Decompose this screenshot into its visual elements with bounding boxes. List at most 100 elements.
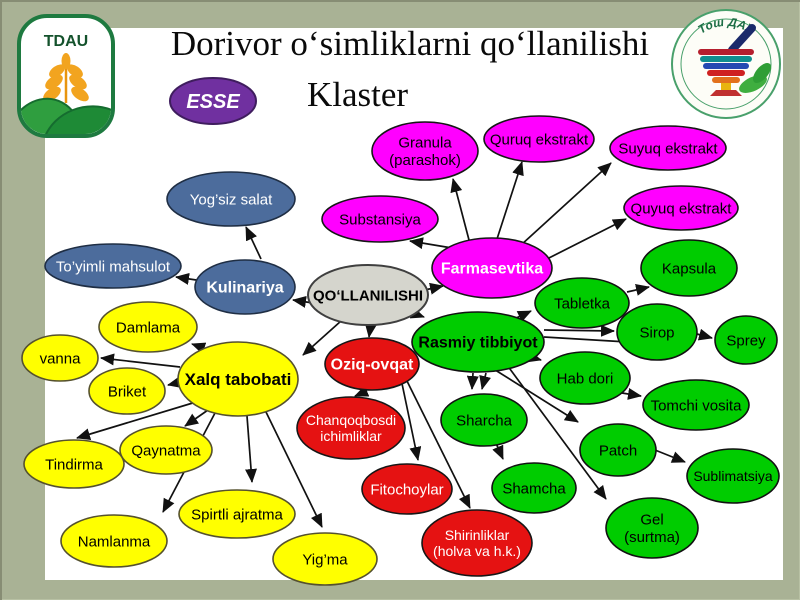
node-spirtli-ajratma: Spirtli ajratma <box>178 489 296 539</box>
node-shape <box>491 462 577 514</box>
node-vanna: vanna <box>21 334 99 382</box>
arrow <box>542 218 627 262</box>
node-xalq-tabobati: Xalq tabobati <box>177 341 299 417</box>
node-tomchi-vosita: Tomchi vosita <box>642 379 750 431</box>
wheat-icon <box>43 53 89 103</box>
node-label: Sirop <box>639 324 674 341</box>
node-label: Tindirma <box>45 456 103 473</box>
node-label: Substansiya <box>339 211 421 228</box>
node-shape <box>21 334 99 382</box>
node-rasmiy-tibbiyot: Rasmiy tibbiyot <box>411 311 545 373</box>
seal-ring-text: Тош ДАУ <box>695 15 757 37</box>
node-shape <box>609 125 727 171</box>
node-suyuq-ekstrakt: Suyuq ekstrakt <box>609 125 727 171</box>
node-granula: Granula(parashok) <box>371 121 479 181</box>
arrow <box>100 353 181 368</box>
page-title: Dorivor oʻsimliklarni qoʻllanilishi <box>170 24 650 63</box>
arrow <box>543 324 615 337</box>
node-label: Sprey <box>726 332 766 349</box>
node-label: Rasmiy tibbiyot <box>418 335 538 352</box>
arrow <box>245 226 262 260</box>
arrow <box>354 385 370 397</box>
node-shape <box>371 121 479 181</box>
node-shape <box>44 243 182 289</box>
node-label: Sharcha <box>456 412 513 429</box>
node-label: Tabletka <box>554 295 611 312</box>
node-sublimatsiya: Sublimatsiya <box>686 448 780 504</box>
node-shape <box>321 195 439 243</box>
node-label: Shirinliklar(holva va h.k.) <box>433 527 521 559</box>
arrow <box>245 415 258 483</box>
node-shape <box>169 77 257 125</box>
node-shape <box>579 423 657 477</box>
node-label: Quruq ekstrakt <box>490 131 589 148</box>
node-label: Yog’siz salat <box>190 191 273 208</box>
node-namlanma: Namlanma <box>60 514 168 568</box>
node-shape <box>98 301 198 353</box>
node-sirop: Sirop <box>616 303 698 361</box>
edges-layer <box>76 161 713 528</box>
arrow <box>184 409 209 427</box>
node-shape <box>605 497 699 559</box>
node-label: QOʻLLANILISHI <box>313 287 423 304</box>
arrow <box>479 372 491 390</box>
node-shape <box>640 239 738 297</box>
arrow <box>466 372 479 390</box>
arrow <box>76 401 197 440</box>
node-shape <box>166 171 296 227</box>
node-shape <box>483 115 595 163</box>
arrow <box>302 320 342 356</box>
node-farmasevtika: Farmasevtika <box>431 237 553 299</box>
node-label: Kapsula <box>662 260 717 277</box>
node-gel-surtma: Gel(surtma) <box>605 497 699 559</box>
node-yigma: Yig’ma <box>272 532 378 586</box>
node-shape <box>539 351 631 405</box>
node-shape <box>411 311 545 373</box>
node-tindirma: Tindirma <box>23 439 125 489</box>
node-shape <box>178 489 296 539</box>
node-label: Gel(surtma) <box>624 512 680 546</box>
node-shirinliklar: Shirinliklar(holva va h.k.) <box>421 509 533 577</box>
node-shape <box>623 185 739 231</box>
node-toyimli-mahsulot: To’yimli mahsulot <box>44 243 182 289</box>
arrow <box>409 237 453 250</box>
node-label: Farmasevtika <box>441 261 543 278</box>
node-shape <box>23 439 125 489</box>
node-shape <box>440 393 528 447</box>
hills-icon <box>21 97 111 134</box>
node-shape <box>307 264 429 326</box>
node-sprey: Sprey <box>714 315 778 365</box>
arrow <box>621 388 642 400</box>
node-shape <box>534 277 630 329</box>
arrow <box>654 449 686 463</box>
node-label: Shamcha <box>502 480 566 497</box>
node-label: Suyuq ekstrakt <box>618 140 718 157</box>
node-shape <box>616 303 698 361</box>
node-qollanilishi: QOʻLLANILISHI <box>307 264 429 326</box>
node-shamcha: Shamcha <box>491 462 577 514</box>
arrow <box>626 284 650 296</box>
node-label: Xalq tabobati <box>185 370 292 389</box>
node-shape <box>686 448 780 504</box>
node-shape <box>272 532 378 586</box>
node-label: Tomchi vosita <box>651 397 743 414</box>
arrow <box>404 376 471 509</box>
leaf-icon <box>739 63 771 93</box>
node-fitochoylar: Fitochoylar <box>361 463 453 515</box>
node-shape <box>194 259 296 315</box>
mortar-pestle-icon <box>698 24 771 96</box>
page-title-line2: Klaster <box>306 75 409 114</box>
node-label: ESSE <box>186 91 240 113</box>
node-kapsula: Kapsula <box>640 239 738 297</box>
node-label: Yig’ma <box>302 551 348 568</box>
node-tabletka: Tabletka <box>534 277 630 329</box>
node-sharcha: Sharcha <box>440 393 528 447</box>
node-shape <box>642 379 750 431</box>
node-shape <box>177 341 299 417</box>
node-quyuq-ekstrakt: Quyuq ekstrakt <box>623 185 739 231</box>
arrow <box>520 162 612 246</box>
